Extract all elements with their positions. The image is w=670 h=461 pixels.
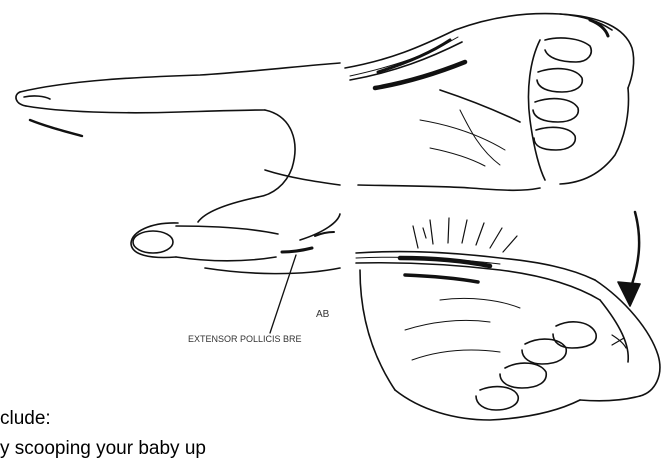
fist-upper-drawing xyxy=(345,14,634,191)
figure-label-ab: AB xyxy=(316,309,329,320)
hand-side-view-drawing xyxy=(16,63,340,333)
figure-label-extensor-pollicis: EXTENSOR POLLICIS BRE xyxy=(188,334,330,344)
body-text-line-1: clude: xyxy=(0,408,51,430)
body-text-line-2: y scooping your baby up xyxy=(0,438,206,460)
fist-lower-drawing xyxy=(356,212,660,420)
